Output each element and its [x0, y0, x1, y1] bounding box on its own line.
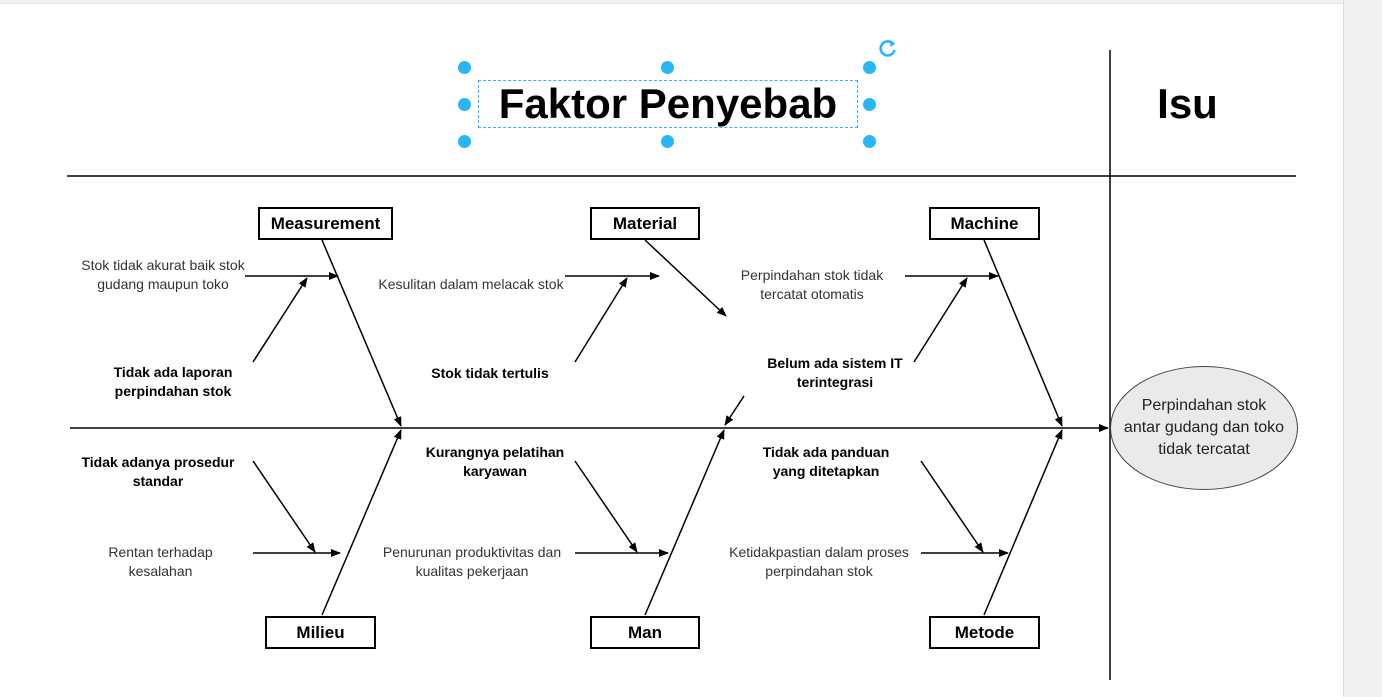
material-connector-arrow — [724, 395, 745, 426]
resize-handle-top[interactable] — [661, 61, 674, 74]
material-bone — [644, 239, 727, 317]
canvas-sheet[interactable] — [0, 3, 1343, 697]
milieu-bone — [321, 429, 402, 616]
category-measurement[interactable]: Measurement — [258, 207, 393, 240]
material-cause-arrow-2 — [574, 277, 628, 363]
measurement-bone — [321, 239, 402, 427]
milieu-cause-arrow-1 — [252, 460, 316, 553]
category-machine[interactable]: Machine — [929, 207, 1040, 240]
diagram-title[interactable]: Faktor Penyebab — [478, 80, 858, 128]
measurement-cause-arrow-2 — [252, 277, 308, 363]
effect-label: Perpindahan stok antar gudang dan toko t… — [1123, 397, 1285, 458]
cause-milieu-1[interactable]: Tidak adanya prosedur standar — [81, 454, 235, 489]
cause-material-2[interactable]: Stok tidak tertulis — [431, 365, 549, 381]
cause-measurement-2[interactable]: Tidak ada laporan perpindahan stok — [113, 364, 233, 399]
cause-milieu-2[interactable]: Rentan terhadap kesalahan — [108, 544, 213, 579]
machine-cause-arrow-2 — [913, 277, 968, 363]
cause-man-2[interactable]: Penurunan produktivitas dan kualitas pek… — [382, 544, 562, 579]
cause-measurement-1[interactable]: Stok tidak akurat baik stok gudang maupu… — [81, 257, 245, 292]
resize-handle-top-left[interactable] — [458, 61, 471, 74]
resize-handle-top-right[interactable] — [863, 61, 876, 74]
resize-handle-bottom-left[interactable] — [458, 135, 471, 148]
resize-handle-bottom[interactable] — [661, 135, 674, 148]
category-material[interactable]: Material — [590, 207, 700, 240]
category-metode[interactable]: Metode — [929, 616, 1040, 649]
resize-handle-left[interactable] — [458, 98, 471, 111]
resize-handle-right[interactable] — [863, 98, 876, 111]
issue-title[interactable]: Isu — [1157, 80, 1218, 127]
effect-ellipse[interactable]: Perpindahan stok antar gudang dan toko t… — [1110, 366, 1298, 490]
man-bone — [644, 429, 725, 616]
scrollbar-panel[interactable] — [1343, 0, 1382, 696]
metode-bone — [983, 429, 1063, 616]
category-man[interactable]: Man — [590, 616, 700, 649]
machine-bone — [983, 239, 1063, 427]
rotate-icon[interactable] — [878, 38, 898, 58]
man-cause-arrow-1 — [574, 460, 638, 553]
cause-man-1[interactable]: Kurangnya pelatihan karyawan — [425, 444, 565, 479]
cause-machine-2[interactable]: Belum ada sistem IT terintegrasi — [767, 355, 903, 390]
cause-metode-1[interactable]: Tidak ada panduan yang ditetapkan — [762, 444, 890, 479]
cause-metode-2[interactable]: Ketidakpastian dalam proses perpindahan … — [729, 544, 909, 579]
category-milieu[interactable]: Milieu — [265, 616, 376, 649]
cause-material-1[interactable]: Kesulitan dalam melacak stok — [378, 276, 564, 292]
metode-cause-arrow-1 — [920, 460, 984, 553]
resize-handle-bottom-right[interactable] — [863, 135, 876, 148]
cause-machine-1[interactable]: Perpindahan stok tidak tercatat otomatis — [740, 267, 884, 302]
